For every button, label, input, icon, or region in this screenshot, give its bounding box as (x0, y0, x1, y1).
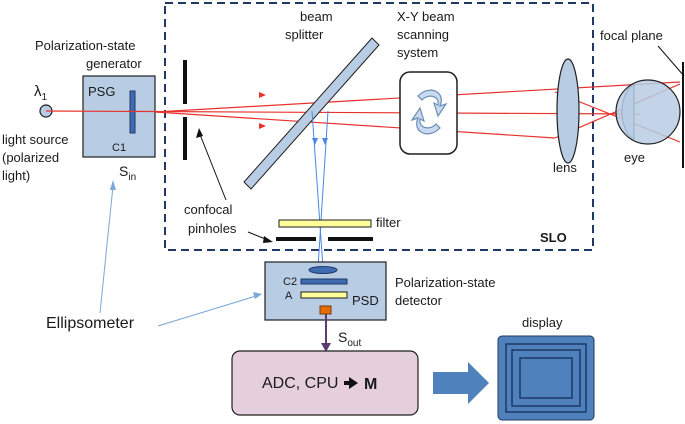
display-screen (519, 357, 573, 399)
scanner-rotation-icon (410, 89, 448, 135)
confocal-label-1: confocal (184, 202, 233, 217)
scanner-box (399, 71, 458, 155)
s-out-label: Sout (338, 329, 361, 349)
psd-detector (319, 305, 332, 315)
confocal-leader-2-head (263, 236, 273, 243)
psd-analyzer (300, 291, 348, 299)
beam-arrow-2 (259, 123, 266, 129)
c2-label: C2 (283, 276, 297, 288)
adc-cpu-box (231, 350, 419, 416)
ellipsometer-leader-psd-head (253, 292, 262, 299)
eye (615, 79, 681, 145)
filter-label: filter (376, 215, 401, 230)
c1-label: C1 (112, 142, 126, 154)
focal-plane-label: focal plane (600, 28, 663, 43)
s-in-label: Sin (119, 163, 136, 183)
psd-lens (308, 266, 338, 274)
psg-title-1: Polarization-state (35, 38, 135, 53)
output-arrow (433, 362, 489, 404)
scanner-label-2: scanning (397, 27, 449, 42)
psd-box-label: PSD (352, 293, 379, 308)
light-source-label-3: light) (2, 168, 30, 183)
lens (556, 58, 580, 164)
s-out-arrow-head (321, 343, 331, 352)
slo-frame (164, 2, 594, 251)
ellipsometer-leader-psg-head (110, 180, 116, 190)
confocal-label-2: pinholes (188, 221, 237, 236)
ellipsometer-label: Ellipsometer (46, 315, 135, 332)
beam-splitter (243, 37, 380, 190)
lambda-label: λ1 (34, 83, 48, 103)
adc-cpu-label: ADC, CPU (262, 375, 338, 392)
m-label: M (364, 376, 377, 393)
ellipsometer-leader-psd (157, 295, 257, 327)
beam-splitter-label-2: splitter (285, 27, 324, 42)
return-arrow-1 (312, 138, 318, 145)
lens-label: lens (553, 160, 577, 175)
return-arrow-2 (322, 138, 328, 145)
psg-title-2: generator (86, 56, 142, 71)
ellipsometer-leader-psg (99, 185, 114, 314)
filter (278, 219, 372, 228)
scanner-label-3: system (397, 45, 438, 60)
light-source-label-2: (polarized (2, 150, 59, 165)
a-label: A (285, 290, 293, 302)
psg-box-label: PSG (88, 84, 115, 99)
focal-plane-leader (657, 45, 685, 77)
display-label: display (522, 315, 563, 330)
psd-c2 (300, 278, 348, 285)
light-source-label-1: light source (2, 132, 68, 147)
psg-box (82, 75, 156, 158)
beam-arrow-1 (259, 92, 266, 98)
confocal-leader-1 (198, 131, 227, 201)
adc-arrow-icon (344, 377, 358, 389)
slo-label: SLO (540, 230, 567, 245)
confocal-leader-1-head (196, 128, 203, 138)
return-beams (311, 110, 329, 269)
psd-title-1: Polarization-state (395, 275, 495, 290)
psd-title-2: detector (395, 293, 443, 308)
beam-splitter-label-1: beam (300, 9, 333, 24)
scanner-label-1: X-Y beam (397, 9, 455, 24)
eye-label: eye (624, 150, 645, 165)
